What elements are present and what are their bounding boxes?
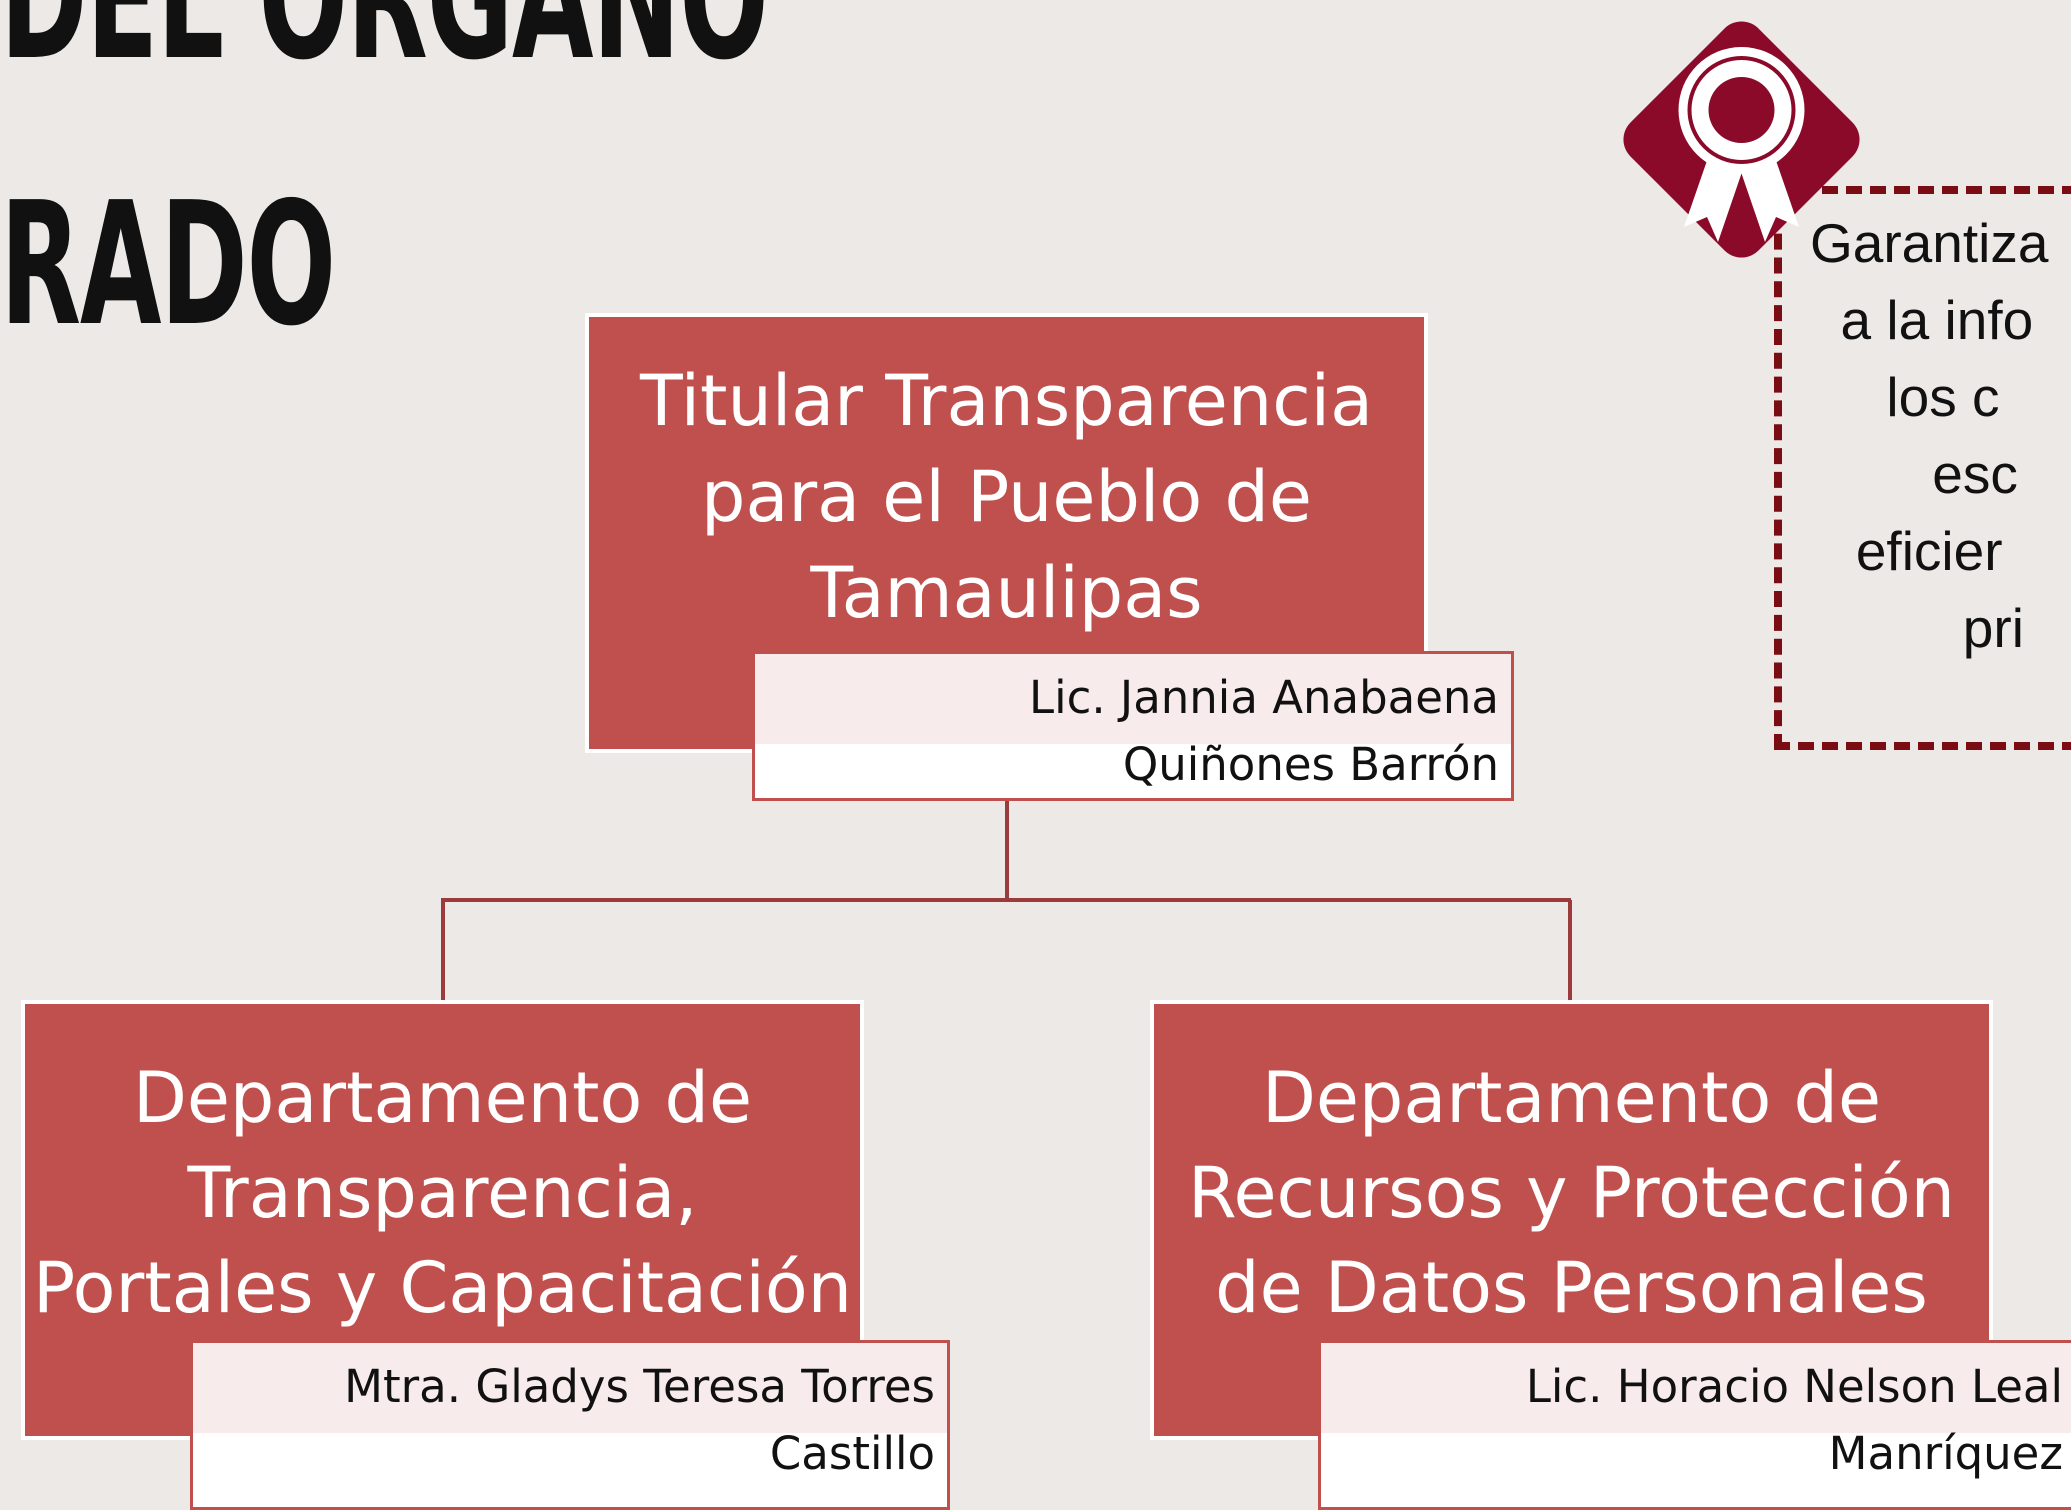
mission-frame <box>1774 186 2071 750</box>
mission-line: eficier <box>1810 520 2003 582</box>
mission-line: los c <box>1810 366 2000 428</box>
org-node-department-recursos-name: Lic. Horacio Nelson Leal Manríquez <box>1525 1360 2063 1480</box>
mission-text: Garantiza a la info los c esc eficier pr… <box>1810 205 2048 667</box>
org-node-head-name-card: Lic. Jannia Anabaena Quiñones Barrón <box>752 651 1514 801</box>
org-node-head-title: Titular Transparencia para el Pueblo de … <box>639 360 1374 634</box>
mission-line: Garantiza <box>1810 212 2049 274</box>
mission-line: pri <box>1810 597 2024 659</box>
org-node-head-name: Lic. Jannia Anabaena Quiñones Barrón <box>1029 671 1499 791</box>
mission-line: a la info <box>1810 289 2034 351</box>
org-node-department-transparencia-title: Departamento de Transparencia, Portales … <box>32 1057 853 1329</box>
mission-line: esc <box>1810 443 2018 505</box>
page-title-line-2: RADO <box>0 166 336 364</box>
org-node-department-recursos-title: Departamento de Recursos y Protección de… <box>1187 1057 1956 1329</box>
org-node-department-transparencia-name-card: Mtra. Gladys Teresa Torres Castillo <box>190 1340 950 1510</box>
award-ribbon-icon <box>1623 21 1860 258</box>
page-title-line-1: DEL ÓRGANO <box>0 0 769 84</box>
org-node-department-recursos-name-card: Lic. Horacio Nelson Leal Manríquez <box>1318 1340 2071 1510</box>
org-node-department-transparencia-name: Mtra. Gladys Teresa Torres Castillo <box>344 1360 935 1480</box>
